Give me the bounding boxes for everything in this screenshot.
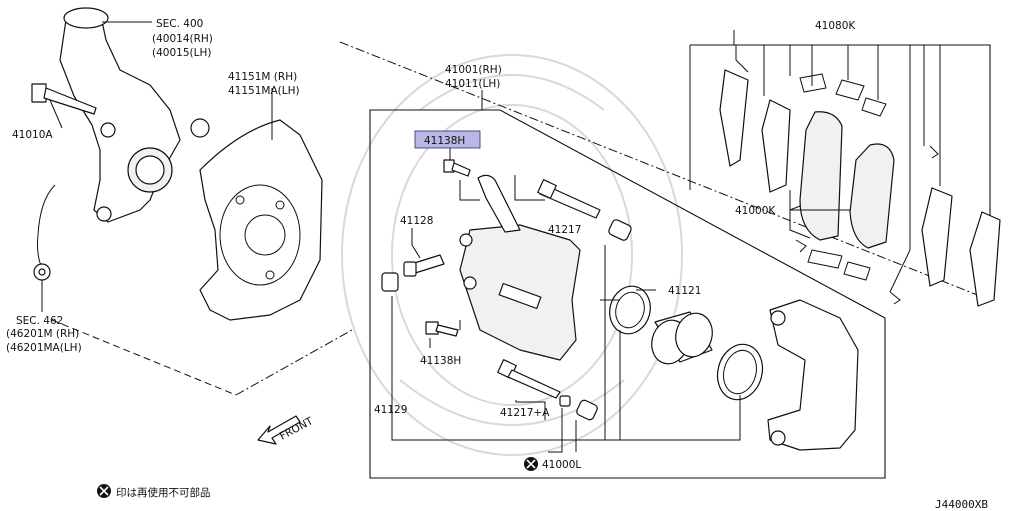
bolt-41138h-low-part <box>425 321 459 337</box>
label-41000k[interactable]: 41000K <box>735 205 776 217</box>
watermark-emblem <box>341 54 683 456</box>
label-41011[interactable]: 41011(LH) <box>445 78 500 90</box>
slide-pin-41217-part <box>537 179 601 219</box>
label-41128[interactable]: 41128 <box>400 215 433 227</box>
label-41121[interactable]: 41121 <box>668 285 701 297</box>
label-41138h-low[interactable]: 41138H <box>420 355 461 367</box>
caliper-body-part <box>459 174 581 361</box>
bolt-41010a-part <box>31 83 97 115</box>
leader-lines <box>49 21 991 453</box>
label-41000l[interactable]: 41000L <box>542 459 581 471</box>
front-arrow <box>257 415 301 445</box>
pin-boot-part <box>559 219 632 421</box>
guide-sleeve-part <box>381 254 445 292</box>
bolt-41138h-top-part <box>443 159 471 177</box>
label-41010a[interactable]: 41010A <box>12 129 53 141</box>
label-46201ma[interactable]: (46201MA(LH) <box>6 342 82 354</box>
label-41001[interactable]: 41001(RH) <box>445 64 502 76</box>
legend-mark <box>97 484 111 498</box>
steering-knuckle-part <box>59 7 210 223</box>
label-41217a[interactable]: 41217+A <box>500 407 550 419</box>
piston-part <box>651 311 713 365</box>
label-41151ma[interactable]: 41151MA(LH) <box>228 85 300 97</box>
legend-text: 印は再使用不可部品 <box>116 486 211 499</box>
label-41080k[interactable]: 41080K <box>815 20 856 32</box>
splash-shield-part <box>199 119 323 321</box>
slide-pin-41217a-part <box>497 359 561 399</box>
caliper-bracket-part <box>767 299 859 451</box>
label-40015[interactable]: (40015(LH) <box>152 47 211 59</box>
highlight-box <box>414 130 481 149</box>
label-sec400[interactable]: SEC. 400 <box>156 18 203 30</box>
dust-boot-part <box>716 343 764 401</box>
diagram-code: J44000XB <box>935 498 988 511</box>
label-46201m[interactable]: (46201M (RH) <box>6 328 79 340</box>
label-sec462[interactable]: SEC. 462 <box>16 315 63 327</box>
label-40014[interactable]: (40014(RH) <box>152 33 213 45</box>
label-41129[interactable]: 41129 <box>374 404 407 416</box>
brake-pad-kit-part <box>719 69 1001 307</box>
label-41217[interactable]: 41217 <box>548 224 581 236</box>
brake-hose-part <box>33 184 56 312</box>
label-41151m[interactable]: 41151M (RH) <box>228 71 297 83</box>
label-41138h-top[interactable]: 41138H <box>424 135 465 147</box>
piston-seal-part <box>609 285 651 335</box>
non-reusable-mark <box>524 457 538 471</box>
